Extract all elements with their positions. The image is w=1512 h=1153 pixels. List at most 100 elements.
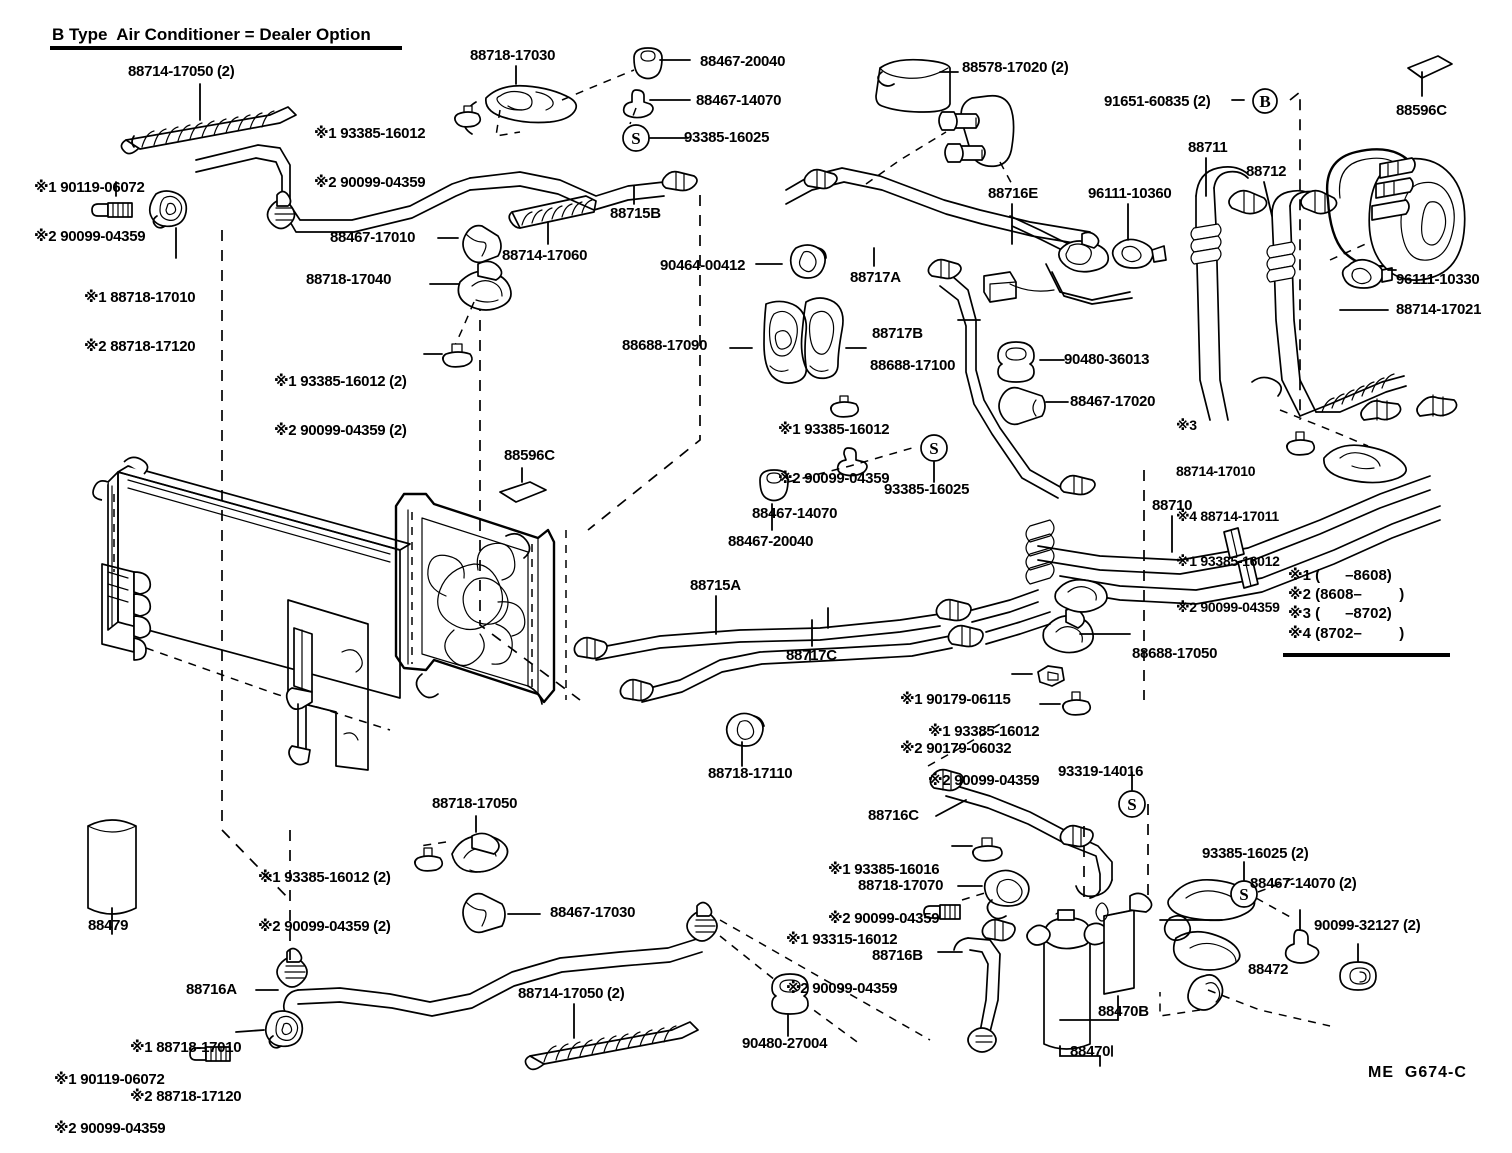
label-88718-17070: 88718-17070 bbox=[858, 877, 944, 894]
svg-text:B: B bbox=[1259, 92, 1270, 111]
label-88716C: 88716C bbox=[868, 807, 919, 824]
legend-underline bbox=[1283, 653, 1450, 657]
part-88688-17050 bbox=[1042, 607, 1094, 654]
part-88718-17110 bbox=[725, 712, 765, 747]
part-88596C-top bbox=[1407, 55, 1453, 79]
part-96111-10330 bbox=[1341, 258, 1393, 289]
label-93385-16025-2: 93385-16025 (2) bbox=[1202, 845, 1309, 862]
label-93385-16012-lowmid: ※1 93385-16012 ※2 90099-04359 bbox=[928, 723, 1040, 789]
hose-88715B bbox=[469, 171, 665, 197]
part-fan-shroud bbox=[394, 492, 556, 705]
label-88596C-top: 88596C bbox=[1396, 102, 1447, 119]
part-88718-17030 bbox=[485, 84, 578, 124]
part-88714-17050-bottom bbox=[524, 1021, 699, 1071]
part-90464-00412 bbox=[789, 244, 827, 279]
label-88472: 88472 bbox=[1248, 961, 1289, 978]
label-88718-17050: 88718-17050 bbox=[432, 795, 518, 812]
label-88467-17010: 88467-17010 bbox=[330, 229, 416, 246]
label-88711: 88711 bbox=[1188, 139, 1228, 156]
label-88710: 88710 bbox=[1152, 497, 1193, 514]
part-88467-17010 bbox=[462, 224, 502, 264]
label-88467-20040-mid: 88467-20040 bbox=[728, 533, 814, 550]
label-88688-17090: 88688-17090 bbox=[622, 337, 708, 354]
label-93385-16025-top: 93385-16025 bbox=[684, 129, 770, 146]
label-88470B: 88470B bbox=[1098, 1003, 1149, 1020]
part-96111-10360 bbox=[1111, 238, 1167, 269]
hose-88711 bbox=[1195, 195, 1211, 421]
label-88714-17050-bot: 88714-17050 (2) bbox=[518, 985, 625, 1002]
part-bolt-90119 bbox=[91, 202, 133, 218]
pipe-88715A bbox=[595, 613, 941, 649]
label-88714-17050-top: 88714-17050 (2) bbox=[128, 63, 235, 80]
label-88596C-mid: 88596C bbox=[504, 447, 555, 464]
label-88714-17060: 88714-17060 bbox=[502, 247, 588, 264]
part-88467-20040-mid bbox=[759, 469, 789, 502]
marker-s-mid: S bbox=[920, 434, 948, 462]
hose-88712 bbox=[1271, 213, 1301, 417]
label-90119-06072-left: ※1 90119-06072 ※2 90099-04359 bbox=[34, 179, 146, 245]
part-88479 bbox=[87, 819, 137, 915]
part-88578-17020 bbox=[875, 58, 951, 113]
part-clamp-88718-17010-left bbox=[148, 190, 188, 229]
footer-code: ME G674-C bbox=[1368, 1064, 1467, 1081]
label-88716E: 88716E bbox=[988, 185, 1038, 202]
label-93319-14016: 93319-14016 bbox=[1058, 763, 1144, 780]
part-90099-32127 bbox=[1339, 961, 1377, 991]
label-88467-14070-mid: 88467-14070 bbox=[752, 505, 838, 522]
label-88578-17020: 88578-17020 (2) bbox=[962, 59, 1069, 76]
label-96111-10330: 96111-10330 bbox=[1396, 271, 1480, 288]
svg-text:S: S bbox=[1239, 885, 1248, 904]
label-96111-10360: 96111-10360 bbox=[1088, 185, 1172, 202]
label-93385-16012-topleft: ※1 93385-16012 ※2 90099-04359 bbox=[314, 125, 426, 191]
part-90480-36013 bbox=[997, 341, 1035, 383]
label-88467-17020: 88467-17020 bbox=[1070, 393, 1156, 410]
label-88714-right-group: ※3 88714-17010 ※4 88714-17011 ※1 93385-1… bbox=[1176, 417, 1280, 615]
label-88467-17030: 88467-17030 bbox=[550, 904, 636, 921]
hose-88717B bbox=[951, 275, 1063, 489]
label-88717C: 88717C bbox=[786, 647, 837, 664]
label-88715A: 88715A bbox=[690, 577, 741, 594]
label-88717A: 88717A bbox=[850, 269, 901, 286]
part-88467-17020 bbox=[998, 386, 1046, 426]
label-93385-16025-mid: 93385-16025 bbox=[884, 481, 970, 498]
part-88596C-mid bbox=[499, 481, 547, 503]
marker-s-93319: S bbox=[1118, 790, 1146, 818]
label-90179-group: ※1 90179-06115 ※2 90179-06032 bbox=[900, 691, 1012, 757]
part-compressor bbox=[1325, 148, 1466, 281]
label-88688-17100: 88688-17100 bbox=[870, 357, 956, 374]
label-88716B: 88716B bbox=[872, 947, 923, 964]
label-93385-16012-botleft: ※1 93385-16012 (2) ※2 90099-04359 (2) bbox=[258, 869, 391, 935]
label-91651-60835: 91651-60835 (2) bbox=[1104, 93, 1211, 110]
part-88688-17100 bbox=[800, 297, 844, 380]
label-88717B: 88717B bbox=[872, 325, 923, 342]
part-88467-14070-mid bbox=[836, 447, 868, 477]
part-88467-14070-bot bbox=[1284, 929, 1320, 964]
label-88715B: 88715B bbox=[610, 205, 661, 222]
diagram-title: B Type Air Conditioner = Dealer Option bbox=[52, 25, 371, 44]
label-88714-17021: 88714-17021 bbox=[1396, 301, 1482, 318]
part-88688-17090 bbox=[763, 300, 808, 384]
label-88718-17010-left: ※1 88718-17010 ※2 88718-17120 bbox=[84, 289, 196, 355]
parts-diagram: S bbox=[34, 25, 1482, 1136]
diagram-artwork: S bbox=[87, 47, 1466, 1071]
part-88467-20040-top bbox=[633, 47, 663, 80]
label-90119-06072-bot: ※1 90119-06072 ※2 90099-04359 bbox=[54, 1071, 166, 1137]
label-88479: 88479 bbox=[88, 917, 129, 934]
label-90480-36013: 90480-36013 bbox=[1064, 351, 1150, 368]
part-88470B bbox=[1095, 892, 1153, 995]
part-condenser bbox=[92, 456, 411, 731]
marker-b: B bbox=[1252, 88, 1278, 114]
part-88467-14070-top bbox=[622, 89, 654, 119]
marker-s-top: S bbox=[622, 124, 650, 152]
label-88688-17050: 88688-17050 bbox=[1132, 645, 1218, 662]
svg-text:S: S bbox=[929, 439, 938, 458]
hose-88716B bbox=[967, 937, 1001, 1033]
label-93385-16012-2x: ※1 93385-16012 (2) ※2 90099-04359 (2) bbox=[274, 373, 407, 439]
part-88718-17050 bbox=[451, 832, 509, 873]
label-93385-16016-group: ※1 93385-16016 ※2 90099-04359 bbox=[828, 861, 940, 927]
part-88472 bbox=[1163, 878, 1256, 1011]
label-88718-17110: 88718-17110 bbox=[708, 765, 793, 782]
label-88718-17040: 88718-17040 bbox=[306, 271, 392, 288]
label-88718-17010-bot: ※1 88718-17010 ※2 88718-17120 bbox=[130, 1039, 242, 1105]
label-88467-14070-2: 88467-14070 (2) bbox=[1250, 875, 1357, 892]
